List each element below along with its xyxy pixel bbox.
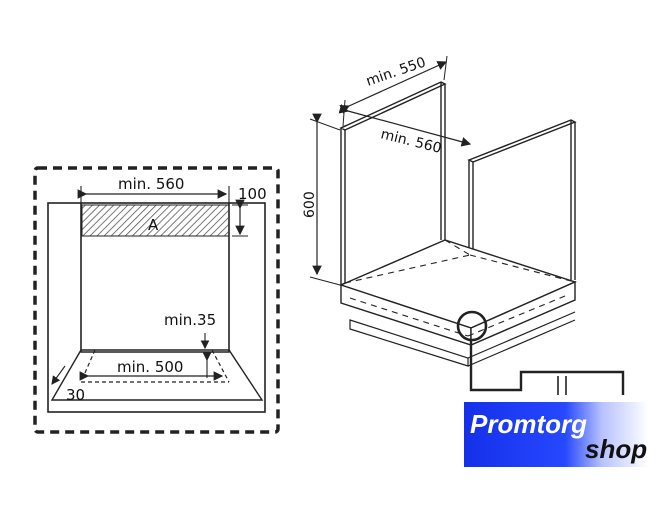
- cabinet-hidden-edge-3: [469, 254, 576, 283]
- cabinet-depth-dimension: [339, 61, 448, 114]
- cabinet-width-dimension: [338, 104, 472, 147]
- front-cabinet-outline: [47, 202, 266, 413]
- front-width-label: min. 560: [118, 175, 184, 193]
- side-label: 30: [66, 386, 85, 404]
- side-dimension-arrow: [51, 365, 66, 385]
- detail-profile: [469, 370, 625, 395]
- front-floor-back-right: [211, 349, 230, 383]
- front-floor: [50, 349, 264, 401]
- logo-main-text: Promtorg: [470, 409, 587, 439]
- cabinet-height-ext-top: [309, 118, 341, 131]
- cabinet-depth-ext-1: [342, 99, 346, 127]
- cabinet-depth-ext-2: [443, 55, 448, 81]
- cabinet-plinth-side-2: [467, 319, 576, 367]
- cabinet-left-panel: [340, 124, 346, 287]
- logo-background: [464, 402, 648, 467]
- promtorg-logo: Promtorg shop: [464, 402, 648, 467]
- vent-area-label: A: [148, 216, 159, 234]
- vent-height-label: 100: [238, 185, 267, 203]
- cabinet-width-label: min. 560: [379, 126, 443, 157]
- depth-offset-label: min.35: [164, 311, 216, 329]
- front-outer-dashed-border: [33, 166, 280, 434]
- inner-width-label: min. 500: [117, 358, 183, 376]
- front-opening-outline: [80, 203, 230, 353]
- cabinet-hidden-edge-4: [349, 297, 469, 337]
- front-floor-back-left: [80, 349, 96, 383]
- cabinet-height-ext-bottom: [309, 276, 341, 286]
- front-view: A min. 560 100 min.35 min. 500 30: [33, 166, 280, 434]
- cabinet-view: min. 550 min. 560 600: [302, 54, 625, 395]
- vent-area: [81, 204, 230, 237]
- cabinet-hidden-edge-2: [444, 239, 471, 256]
- logo-sub-text: shop: [585, 434, 647, 464]
- cabinet-height-label: 600: [302, 191, 318, 218]
- cabinet-plinth-side: [467, 311, 576, 359]
- cabinet-right-panel: [467, 119, 577, 163]
